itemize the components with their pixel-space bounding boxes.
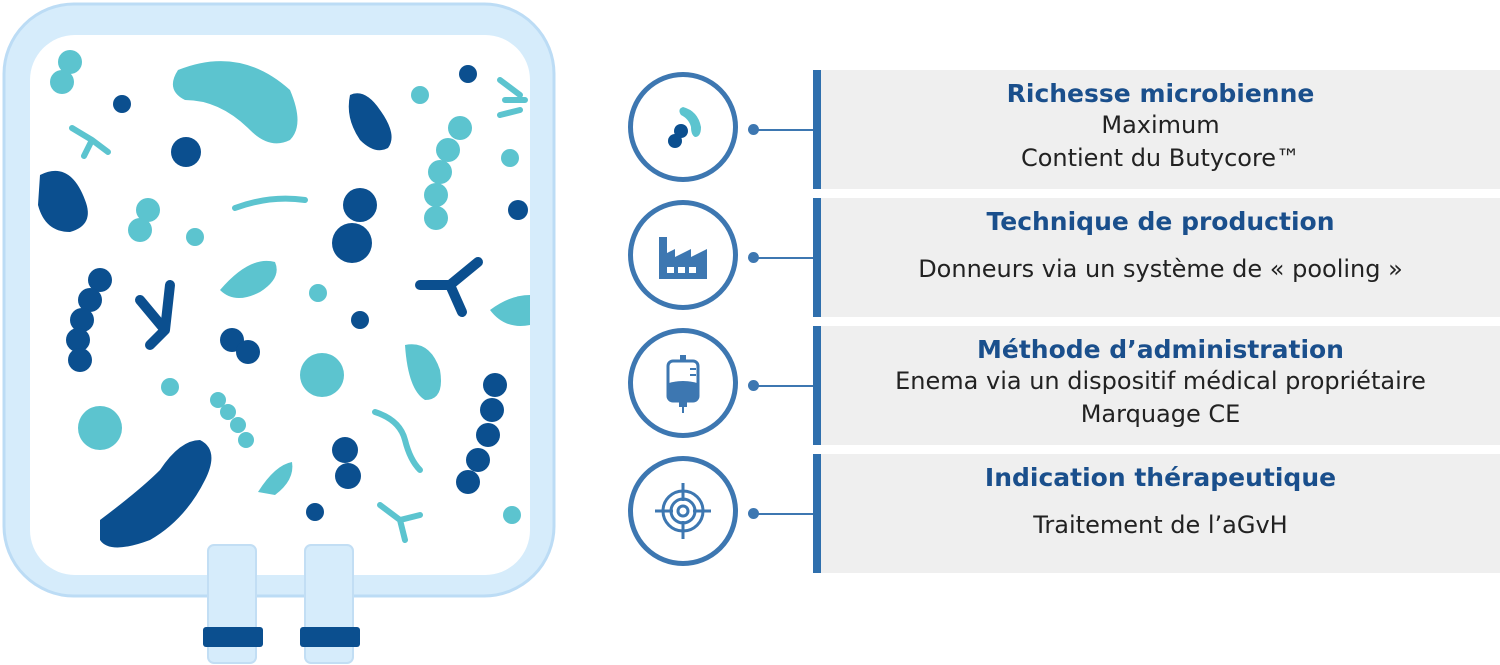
panel-line: Maximum: [1101, 111, 1220, 139]
panel-line: Donneurs via un système de « pooling »: [918, 255, 1403, 283]
microbiome-bag-illustration: [2, 2, 556, 664]
panel-title: Méthode d’administration: [977, 335, 1344, 364]
panel-line: Contient du Butycore™: [1020, 144, 1301, 172]
factory-icon: [659, 237, 707, 279]
feature-row-microbial-richness: Richesse microbienne Maximum Contient du…: [620, 70, 1500, 194]
panel-title: Richesse microbienne: [1006, 79, 1315, 108]
iv-bag-icon: [666, 355, 700, 413]
panel-title: Indication thérapeutique: [984, 463, 1337, 492]
connector-line: [750, 385, 816, 387]
bacteria-icon: [668, 107, 701, 148]
feature-row-production-technique: Technique de production Donneurs via un …: [620, 198, 1500, 322]
icon-circle: [628, 72, 738, 182]
feature-panel: Technique de production Donneurs via un …: [813, 198, 1500, 317]
connector-line: [750, 513, 816, 515]
icon-circle: [628, 456, 738, 566]
icon-circle: [628, 328, 738, 438]
panel-line: Enema via un dispositif médical propriét…: [895, 367, 1426, 395]
feature-row-administration-method: Méthode d’administration Enema via un di…: [620, 326, 1500, 450]
target-icon: [655, 483, 711, 539]
panel-title: Technique de production: [986, 207, 1335, 236]
feature-panel: Indication thérapeutique Traitement de l…: [813, 454, 1500, 573]
feature-panel: Méthode d’administration Enema via un di…: [813, 326, 1500, 445]
feature-row-therapeutic-indication: Indication thérapeutique Traitement de l…: [620, 454, 1500, 578]
connector-line: [750, 129, 816, 131]
feature-panel: Richesse microbienne Maximum Contient du…: [813, 70, 1500, 189]
connector-line: [750, 257, 816, 259]
icon-circle: [628, 200, 738, 310]
panel-line: Marquage CE: [1080, 400, 1241, 428]
panel-line: Traitement de l’aGvH: [1033, 511, 1288, 539]
